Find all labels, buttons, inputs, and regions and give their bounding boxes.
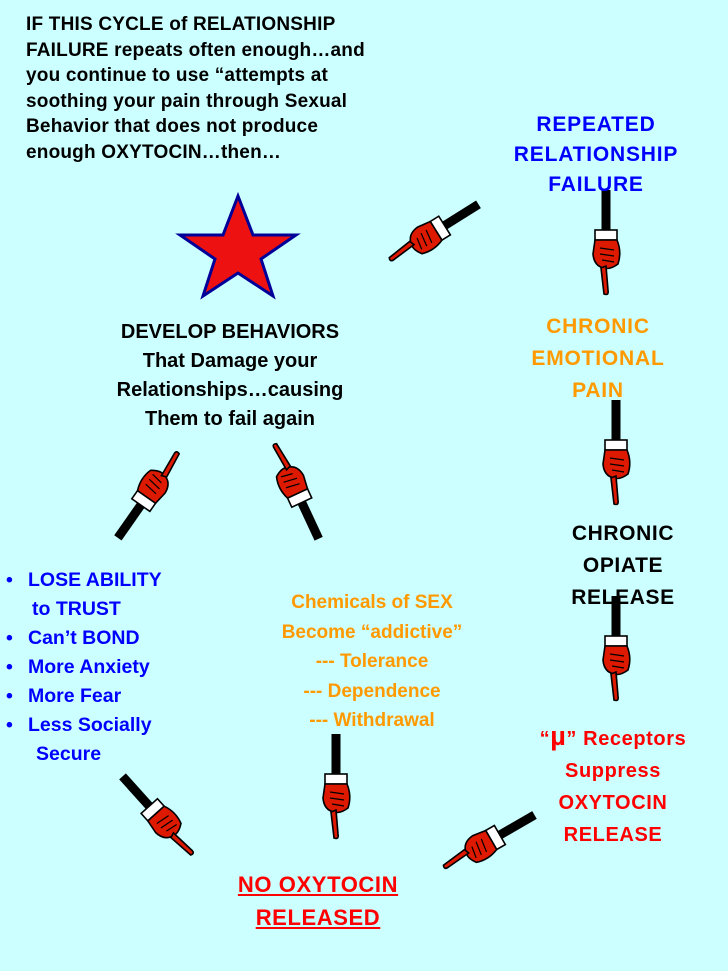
repeated-relationship-failure: REPEATED RELATIONSHIP FAILURE: [488, 110, 704, 200]
develop-behaviors: DEVELOP BEHAVIORS That Damage your Relat…: [80, 318, 380, 434]
pointing-hand-icon: [603, 400, 630, 505]
node-line: --- Withdrawal: [244, 706, 500, 736]
chronic-emotional-pain: CHRONIC EMOTIONAL PAIN: [500, 311, 696, 407]
list-item: LOSE ABILITY: [6, 566, 236, 595]
node-line: FAILURE: [488, 170, 704, 200]
red-star-icon: [180, 196, 296, 296]
list-item: More Fear: [6, 682, 236, 711]
open-quote: “: [540, 728, 551, 750]
node-line: OXYTOCIN: [508, 787, 718, 819]
node-line: NO OXYTOCIN: [200, 868, 436, 901]
list-item-continuation: Secure: [6, 740, 236, 769]
intro-line: IF THIS CYCLE of RELATIONSHIP: [26, 12, 466, 38]
pointing-hand-icon: [113, 767, 203, 863]
node-line: REPEATED: [488, 110, 704, 140]
node-line: CHRONIC: [540, 518, 706, 550]
intro-line: Behavior that does not produce: [26, 114, 466, 140]
node-line: Relationships…causing: [80, 376, 380, 405]
list-item-continuation: to TRUST: [6, 595, 236, 624]
intro-line: soothing your pain through Sexual: [26, 89, 466, 115]
node-line: RELEASE: [540, 582, 706, 614]
pointing-hand-icon: [262, 439, 330, 545]
node-line: RELEASED: [200, 901, 436, 934]
pointing-hand-icon: [323, 734, 350, 839]
intro-line: enough OXYTOCIN…then…: [26, 140, 466, 166]
node-line: That Damage your: [80, 347, 380, 376]
node-line: Become “addictive”: [244, 618, 500, 648]
node-line: CHRONIC: [500, 311, 696, 343]
chemicals-of-sex: Chemicals of SEX Become “addictive” --- …: [244, 588, 500, 736]
node-line: --- Dependence: [244, 677, 500, 707]
node-line: RELATIONSHIP: [488, 140, 704, 170]
mu-heading: “µ” Receptors: [508, 720, 718, 755]
pointing-hand-icon: [107, 444, 189, 545]
pointing-hand-icon: [593, 190, 620, 295]
node-line: Them to fail again: [80, 405, 380, 434]
node-line: RELEASE: [508, 819, 718, 851]
node-line: DEVELOP BEHAVIORS: [80, 318, 380, 347]
node-line: PAIN: [500, 375, 696, 407]
node-line: --- Tolerance: [244, 647, 500, 677]
node-line: Chemicals of SEX: [244, 588, 500, 618]
receptors-label: ” Receptors: [566, 728, 686, 750]
intro-text: IF THIS CYCLE of RELATIONSHIP FAILURE re…: [26, 12, 466, 165]
losses-list: LOSE ABILITY to TRUST Can’t BOND More An…: [6, 566, 236, 769]
chronic-opiate-release: CHRONIC OPIATE RELEASE: [540, 518, 706, 614]
node-line: Suppress: [508, 755, 718, 787]
node-line: OPIATE: [540, 550, 706, 582]
no-oxytocin-released: NO OXYTOCIN RELEASED: [200, 868, 436, 934]
intro-line: you continue to use “attempts at: [26, 63, 466, 89]
mu-symbol: µ: [550, 721, 566, 751]
list-item: Less Socially: [6, 711, 236, 740]
list-item: Can’t BOND: [6, 624, 236, 653]
node-line: EMOTIONAL: [500, 343, 696, 375]
mu-receptors: “µ” Receptors Suppress OXYTOCIN RELEASE: [508, 720, 718, 851]
pointing-hand-icon: [383, 193, 486, 271]
list-item: More Anxiety: [6, 653, 236, 682]
intro-line: FAILURE repeats often enough…and: [26, 38, 466, 64]
